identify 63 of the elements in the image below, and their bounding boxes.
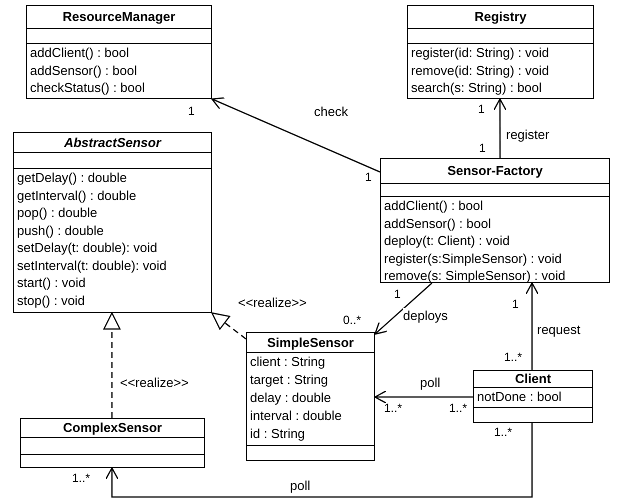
multiplicity-label: 1 bbox=[512, 297, 519, 311]
class-box bbox=[13, 132, 212, 313]
multiplicity-label: 1..* bbox=[449, 401, 468, 415]
class-box bbox=[407, 5, 594, 99]
class-name: AbstractSensor bbox=[64, 134, 161, 150]
method-text: addSensor() : bool bbox=[384, 214, 491, 232]
association-arrow bbox=[211, 97, 380, 173]
multiplicity-label: 0..* bbox=[343, 313, 362, 327]
class-box bbox=[26, 5, 212, 99]
method-text: deploy(t: Client) : void bbox=[384, 232, 510, 250]
realization-arrow bbox=[211, 312, 246, 340]
multiplicity-label: 1..* bbox=[494, 425, 512, 439]
association-arrow bbox=[374, 390, 473, 404]
realization-arrow bbox=[103, 312, 120, 418]
method-text: remove(s: SimpleSensor) : void bbox=[384, 267, 566, 284]
class-box bbox=[20, 418, 205, 468]
class-box bbox=[380, 158, 610, 283]
method-text: addClient() : bool bbox=[30, 44, 129, 62]
class-name: SimpleSensor bbox=[267, 334, 354, 350]
edge-label: poll bbox=[290, 478, 310, 494]
method-text: remove(id: String) : void bbox=[411, 62, 549, 79]
association-arrow bbox=[105, 423, 533, 498]
method-text: stop() : void bbox=[17, 292, 85, 309]
multiplicity-label: 1..* bbox=[72, 471, 90, 485]
attribute-text: id : String bbox=[250, 425, 305, 443]
edge-label: poll bbox=[420, 375, 440, 391]
method-text: getInterval() : double bbox=[17, 186, 136, 204]
multiplicity-label: 1..* bbox=[504, 350, 522, 364]
method-text: push() : double bbox=[17, 222, 104, 239]
association-arrow bbox=[374, 282, 432, 335]
method-text: setInterval(t: double): void bbox=[17, 256, 167, 274]
class-name: ComplexSensor bbox=[63, 420, 162, 436]
method-text: getDelay() : double bbox=[17, 169, 127, 186]
class-name: Registry bbox=[474, 9, 527, 25]
method-text: start() : void bbox=[17, 274, 86, 292]
class-name: Client bbox=[514, 371, 552, 387]
method-text: addSensor() : bool bbox=[30, 62, 137, 79]
method-text: addClient() : bool bbox=[384, 197, 483, 214]
edge-label: register bbox=[506, 127, 550, 143]
attribute-text: target : String bbox=[250, 371, 328, 389]
attribute-text: notDone : bool bbox=[477, 388, 562, 406]
multiplicity-label: 1..* bbox=[384, 401, 402, 415]
multiplicity-label: 1 bbox=[188, 104, 195, 118]
class-name: ResourceManager bbox=[62, 9, 176, 25]
attribute-text: interval : double bbox=[250, 407, 342, 425]
multiplicity-label: 1 bbox=[479, 141, 486, 155]
multiplicity-label: 1 bbox=[478, 102, 485, 116]
method-text: search(s: String) : bool bbox=[411, 79, 542, 96]
method-text: register(s:SimpleSensor) : void bbox=[384, 250, 562, 267]
multiplicity-label: 1 bbox=[394, 287, 401, 301]
multiplicity-label: 1 bbox=[365, 170, 372, 184]
attribute-text: client : String bbox=[250, 353, 326, 371]
class-box bbox=[473, 370, 593, 423]
association-arrow bbox=[525, 282, 539, 370]
method-text: setDelay(t: double): void bbox=[17, 239, 158, 256]
method-text: register(id: String) : void bbox=[411, 44, 549, 62]
class-name: Sensor-Factory bbox=[447, 163, 543, 179]
method-text: pop() : double bbox=[17, 204, 98, 222]
association-arrow bbox=[493, 98, 507, 158]
attribute-text: delay : double bbox=[250, 389, 331, 407]
class-box bbox=[246, 332, 375, 461]
edge-label: deploys bbox=[403, 308, 448, 324]
method-text: checkStatus() : bool bbox=[30, 79, 145, 96]
